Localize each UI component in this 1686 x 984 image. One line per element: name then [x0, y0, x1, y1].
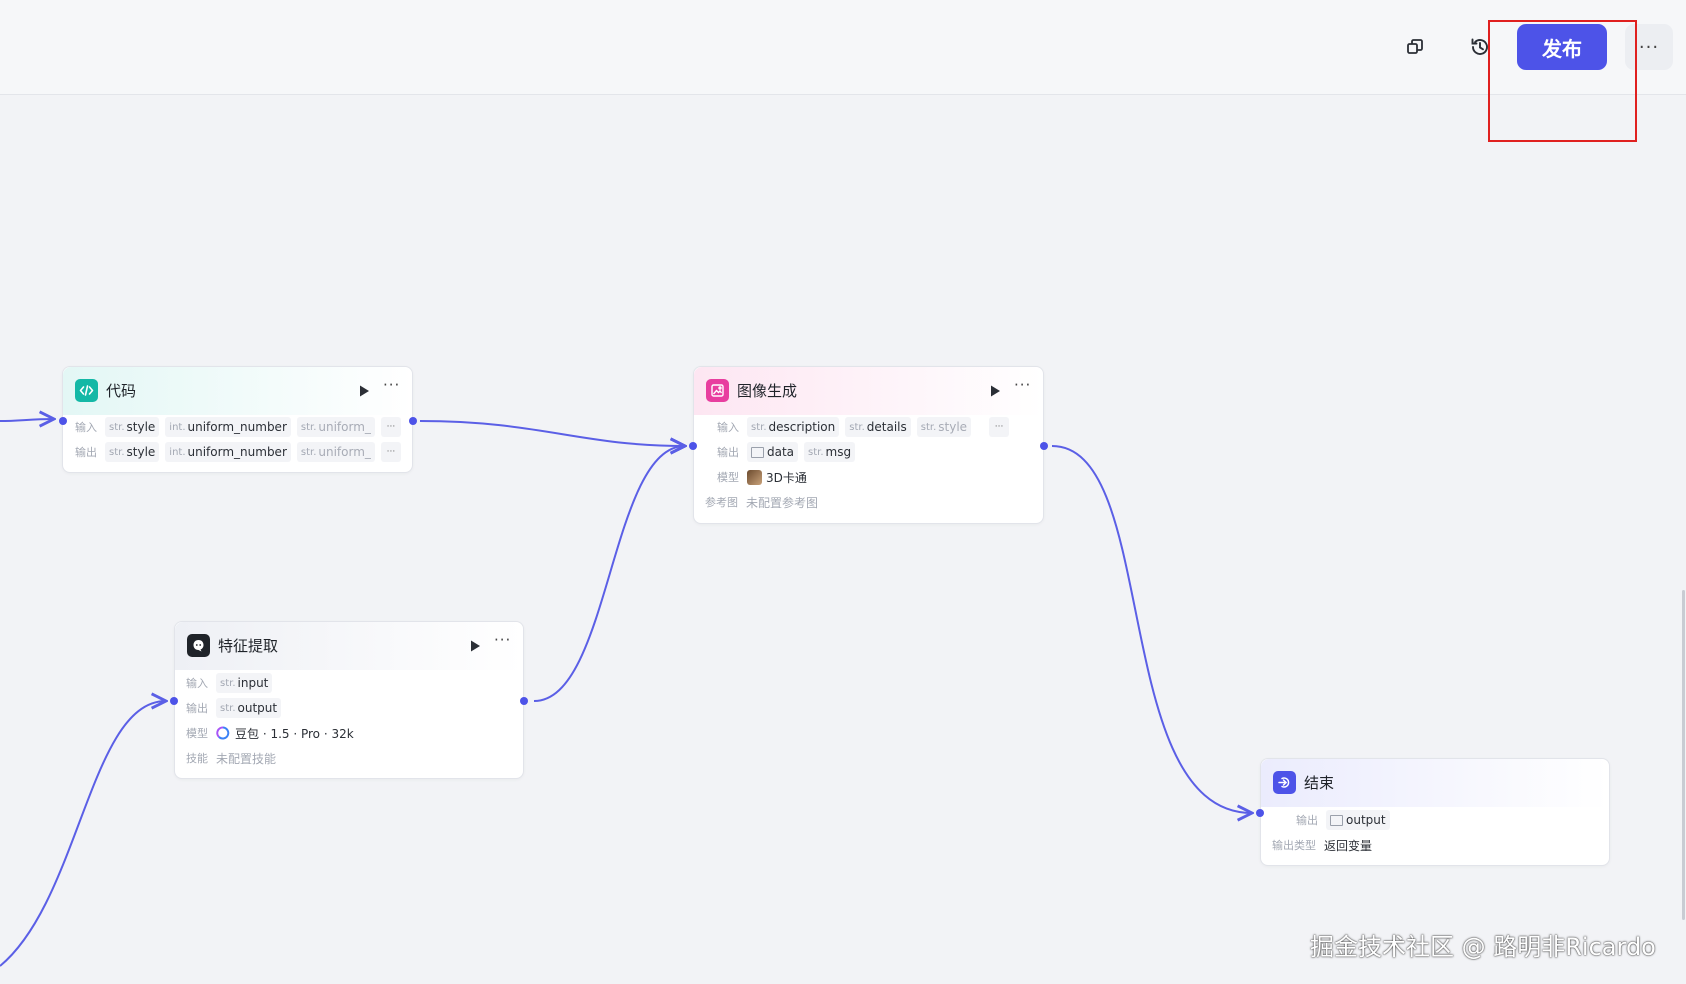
node-more-button[interactable]: ··· — [494, 631, 512, 649]
node-title: 结束 — [1304, 774, 1335, 792]
param-tag: str.style — [105, 417, 160, 437]
image-icon — [706, 379, 729, 402]
image-type-icon — [1330, 814, 1343, 826]
node-title: 图像生成 — [737, 382, 798, 400]
top-toolbar: 发布 ··· — [0, 0, 1686, 95]
node-inputs-row: 输入 str.input — [186, 672, 278, 694]
param-tag: str.uniform_ — [296, 417, 375, 437]
param-tag: data — [747, 442, 799, 462]
edge-start-to-feature — [0, 701, 166, 967]
param-tag: str.details — [845, 417, 911, 437]
llm-icon — [187, 634, 210, 657]
param-tag: str.style — [105, 442, 160, 462]
edge-image-to-end — [1051, 445, 1252, 813]
publish-button[interactable]: 发布 — [1517, 24, 1607, 70]
more-options-button[interactable]: ··· — [1625, 24, 1673, 70]
feature-input-port[interactable] — [170, 697, 178, 705]
param-tag: str.input — [216, 673, 273, 693]
node-outputs-row: 输出 str.style int.uniform_number str.unif… — [75, 441, 401, 463]
node-model-row: 模型 3D卡通 — [717, 469, 807, 485]
history-icon[interactable] — [1461, 28, 1499, 66]
param-tag: int.uniform_number — [165, 442, 291, 462]
watermark: 掘金技术社区 @ 路明非Ricardo — [1310, 933, 1656, 961]
play-icon[interactable] — [987, 383, 1003, 399]
node-title: 代码 — [106, 382, 137, 400]
params-more-button[interactable]: ··· — [989, 417, 1010, 437]
model-name: 3D卡通 — [766, 470, 807, 485]
image-input-port[interactable] — [689, 442, 697, 450]
param-tag: str.uniform_ — [296, 442, 375, 462]
node-outputs-row: 输出 data str.msg — [717, 441, 861, 463]
node-output-type-row: 输出类型 返回变量 — [1272, 838, 1373, 853]
edge-start-to-code — [0, 419, 54, 421]
edge-code-to-image — [419, 420, 685, 446]
end-input-port[interactable] — [1256, 809, 1264, 817]
publish-highlight-annotation — [1488, 20, 1637, 142]
image-generation-node[interactable]: 图像生成 ··· 输入 str.description str.details … — [693, 366, 1044, 524]
param-tag: str.output — [216, 698, 282, 718]
play-icon[interactable] — [467, 638, 483, 654]
node-outputs-row: 输出 output — [1296, 809, 1396, 831]
param-tag: str.msg — [804, 442, 856, 462]
node-more-button[interactable]: ··· — [1014, 376, 1032, 394]
node-reference-row: 参考图 未配置参考图 — [705, 495, 819, 510]
image-type-icon — [751, 446, 764, 458]
model-avatar-icon — [747, 469, 762, 485]
node-skill-row: 技能 未配置技能 — [186, 751, 277, 766]
model-name: 豆包 · 1.5 · Pro · 32k — [235, 726, 354, 741]
code-icon — [75, 379, 98, 402]
node-title: 特征提取 — [218, 637, 279, 655]
code-output-port[interactable] — [409, 417, 417, 425]
feature-output-port[interactable] — [520, 697, 528, 705]
end-icon — [1273, 771, 1296, 794]
param-tag: output — [1326, 810, 1390, 830]
doubao-icon — [216, 726, 230, 740]
feature-extraction-node[interactable]: 特征提取 ··· 输入 str.input 输出 str.output 模型 豆… — [174, 621, 524, 779]
node-model-row: 模型 豆包 · 1.5 · Pro · 32k — [186, 726, 354, 741]
code-input-port[interactable] — [59, 417, 67, 425]
canvas-scrollbar[interactable] — [1682, 590, 1685, 920]
param-tag: str.style — [916, 417, 972, 437]
params-more-button[interactable]: ··· — [380, 417, 401, 437]
node-more-button[interactable]: ··· — [383, 376, 401, 394]
image-output-port[interactable] — [1040, 442, 1048, 450]
end-node[interactable]: 结束 输出 output 输出类型 返回变量 — [1260, 758, 1610, 866]
node-inputs-row: 输入 str.style int.uniform_number str.unif… — [75, 416, 401, 438]
node-inputs-row: 输入 str.description str.details str.style… — [717, 416, 1010, 438]
param-tag: str.description — [747, 417, 840, 437]
code-node[interactable]: 代码 ··· 输入 str.style int.uniform_number s… — [62, 366, 413, 473]
params-more-button[interactable]: ··· — [380, 442, 401, 462]
copy-icon[interactable] — [1396, 28, 1434, 66]
node-outputs-row: 输出 str.output — [186, 697, 287, 719]
edge-feature-to-image — [533, 446, 685, 702]
play-icon[interactable] — [356, 383, 372, 399]
param-tag: int.uniform_number — [165, 417, 291, 437]
